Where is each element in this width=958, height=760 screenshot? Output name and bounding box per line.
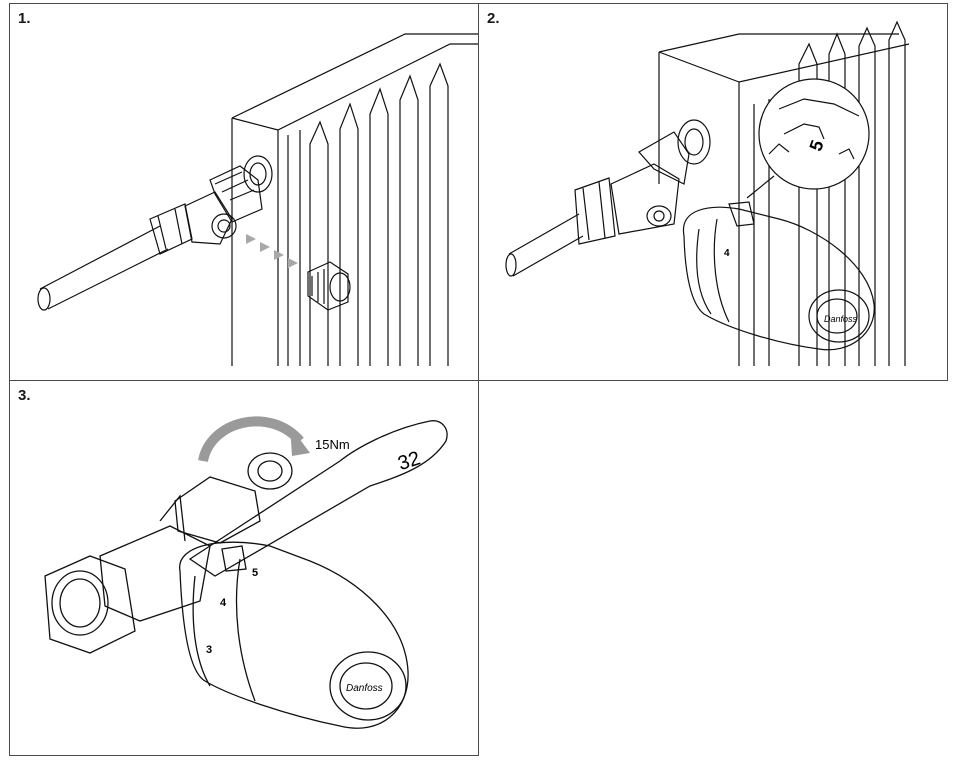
- wrench-size: 32: [395, 447, 423, 475]
- step-2-panel: 2.: [478, 3, 948, 381]
- brand-script-p3: Danfoss: [346, 683, 383, 694]
- dial-mark-4: 4: [724, 248, 730, 259]
- step-1-illustration: [37, 33, 480, 366]
- step-1-number: 1.: [18, 10, 31, 27]
- step-3-panel: 3. 15Nm 32 4: [9, 380, 479, 756]
- step-2-illustration: 5 4 Danfoss: [505, 20, 910, 366]
- brand-script: Danfoss: [824, 314, 858, 324]
- dial-mark-5-p3: 5: [252, 567, 258, 579]
- dial-mark-3-p3: 3: [206, 644, 212, 656]
- step-1-panel: 1.: [9, 3, 480, 381]
- step-2-number: 2.: [487, 10, 500, 27]
- step-3-illustration: 15Nm 32 4 5 3 Danfoss: [44, 416, 448, 729]
- torque-label: 15Nm: [315, 437, 350, 452]
- rotation-arrow-head: [290, 426, 310, 456]
- step-3-number: 3.: [18, 387, 31, 404]
- dial-mark-4-p3: 4: [220, 597, 227, 609]
- rotation-arrow: [198, 416, 304, 463]
